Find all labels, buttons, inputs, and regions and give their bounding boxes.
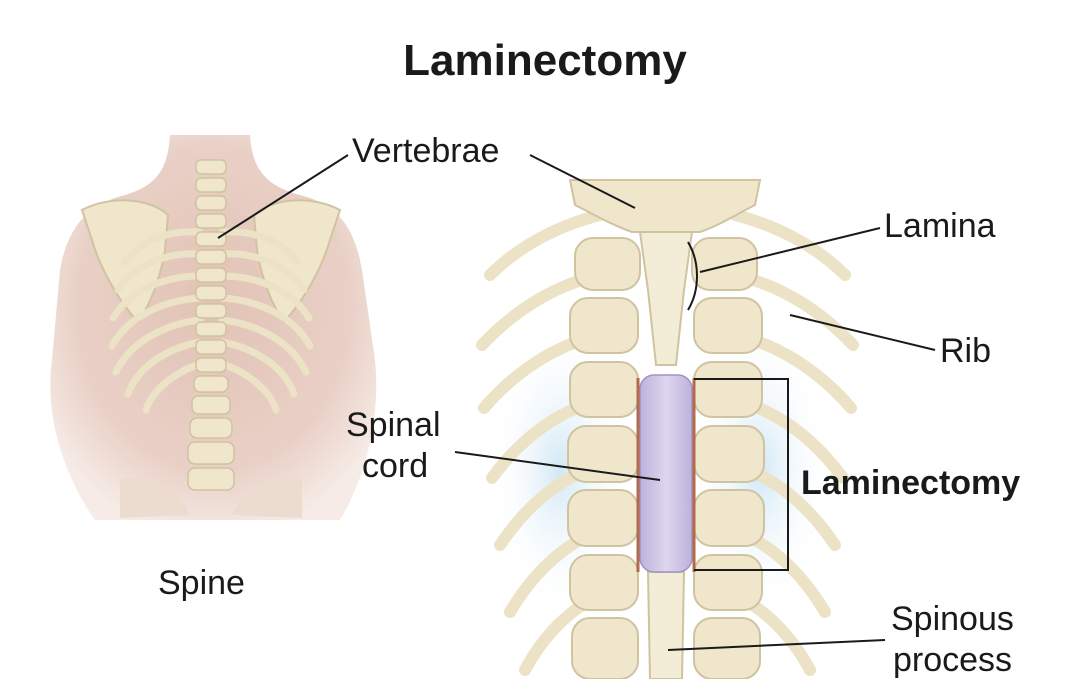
vertebrae-leader-left bbox=[217, 154, 349, 239]
label-spinal-cord-line2: cord bbox=[362, 447, 429, 485]
torso-spine bbox=[187, 159, 235, 491]
label-spinous-line1: Spinous bbox=[891, 600, 1014, 638]
closeup-vertebrae bbox=[567, 179, 765, 679]
lamina-leader bbox=[699, 227, 881, 273]
label-spine: Spine bbox=[158, 564, 245, 602]
vertebrae-leader-right bbox=[529, 154, 636, 209]
spine-closeup bbox=[476, 179, 859, 679]
label-lamina: Lamina bbox=[884, 207, 996, 245]
left-ribs bbox=[108, 228, 204, 414]
diagram-title: Laminectomy bbox=[403, 36, 687, 85]
torso-figure bbox=[50, 135, 377, 520]
spinous-ridge-upper bbox=[638, 231, 694, 366]
leader-lines bbox=[217, 154, 936, 651]
lamina-bracket bbox=[687, 241, 698, 311]
rib-leader bbox=[789, 314, 936, 351]
pelvis bbox=[120, 477, 302, 518]
laminectomy-bracket bbox=[694, 378, 789, 571]
spinous-ridge-lower bbox=[646, 571, 686, 679]
right-ribs bbox=[218, 228, 314, 414]
spinal-cord-exposed bbox=[639, 374, 693, 573]
label-rib: Rib bbox=[940, 332, 992, 370]
label-vertebrae: Vertebrae bbox=[352, 132, 500, 170]
label-spinous-line2: process bbox=[893, 641, 1013, 679]
spinous-leader bbox=[667, 639, 886, 651]
label-spinal-cord-line1: Spinal bbox=[346, 406, 441, 444]
spinal-cord-leader bbox=[454, 451, 661, 481]
label-laminectomy: Laminectomy bbox=[801, 464, 1021, 502]
